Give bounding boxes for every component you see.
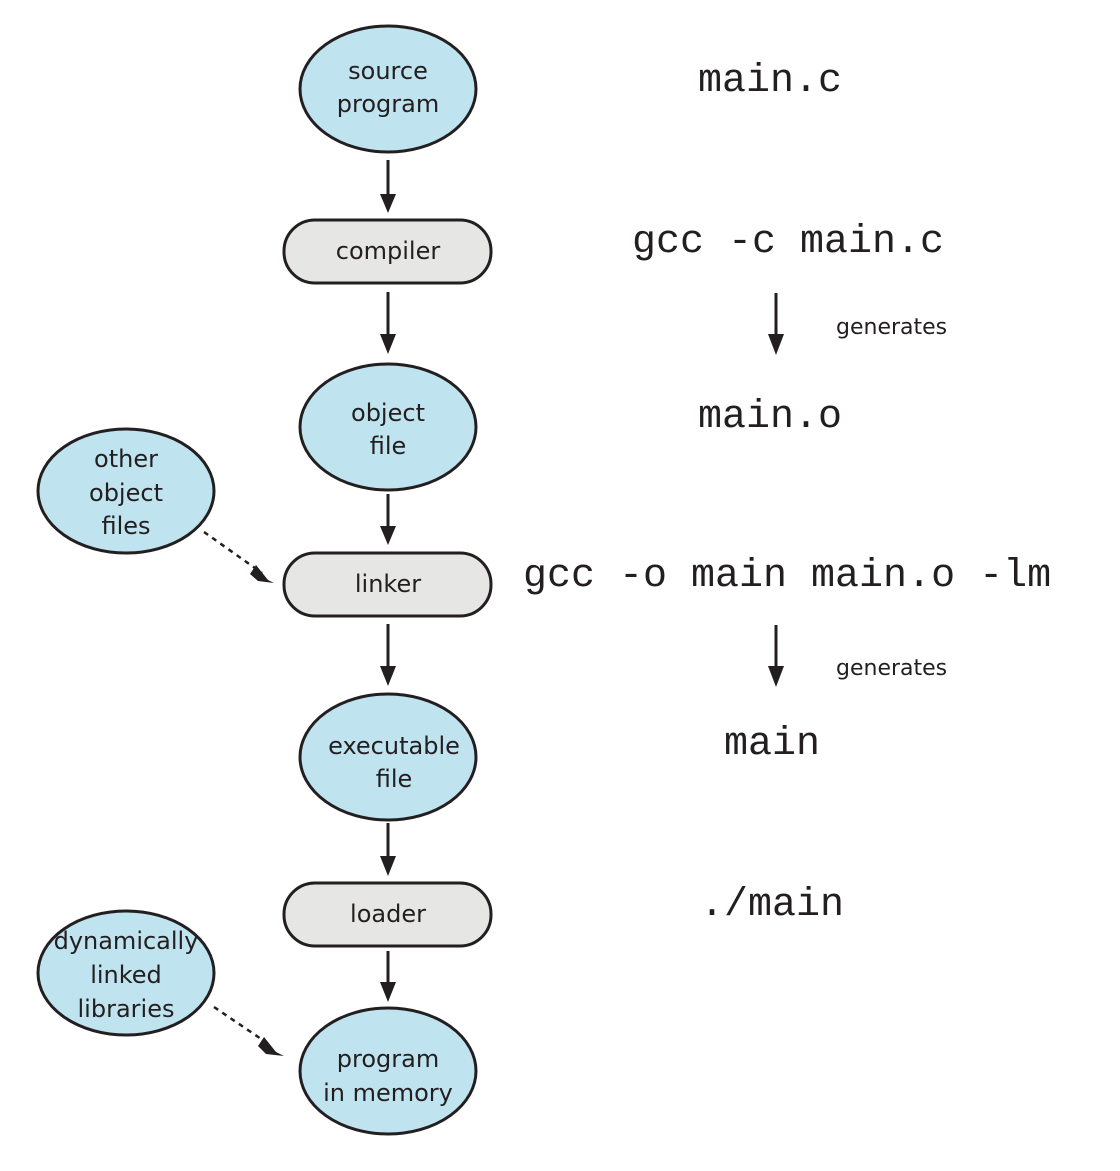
other-object-files-label-line1: other [94,445,158,473]
loader-node [282,881,493,948]
program-in-memory-label-line2: in memory [323,1079,453,1107]
dynamically-linked-libraries-label-line1: dynamically [54,927,199,955]
command-compile: gcc -c main.c [632,220,944,265]
arrow-object-to-linker [380,494,396,545]
object-file-node [298,362,478,492]
executable-file-label-line1: executable [328,732,460,760]
arrow-executable-to-loader [380,823,396,876]
compiler-node [282,218,493,285]
object-file-label-line1: object [351,399,425,427]
dashed-arrow-libraries-to-memory [213,1005,284,1056]
other-object-files-label-line2: object [89,479,163,507]
generates-arrow-1 [768,293,784,355]
dynamically-linked-libraries-label-line2: linked [90,961,162,989]
dynamically-linked-libraries-node [36,909,216,1037]
arrow-source-to-compiler [380,160,396,213]
program-in-memory-label-line1: program [337,1045,439,1073]
arrow-compiler-to-object [380,292,396,354]
arrow-linker-to-executable [380,624,396,686]
executable-file-node [298,692,478,822]
source-program-label-line2: program [337,90,439,118]
loader-label: loader [350,900,426,928]
dashed-arrow-other-objects-to-linker [203,530,274,583]
command-run: ./main [700,883,844,928]
arrow-loader-to-memory [380,951,396,1002]
compiler-label: compiler [336,237,441,265]
generates-arrow-2 [768,625,784,687]
generates-label-1: generates [836,315,947,340]
linker-label: linker [355,570,421,598]
linker-node [282,551,493,618]
other-object-files-node [36,427,216,555]
object-file-label-line2: file [370,432,407,460]
source-program-label-line1: source [348,57,428,85]
source-program-node [298,24,478,154]
command-source-file: main.c [698,59,842,104]
generates-label-2: generates [836,656,947,681]
command-executable: main [724,722,820,767]
command-object-file: main.o [698,395,842,440]
dynamically-linked-libraries-label-line3: libraries [78,995,175,1023]
other-object-files-label-line3: files [101,512,150,540]
executable-file-label-line2: file [376,765,413,793]
program-in-memory-node [298,1006,478,1136]
command-link: gcc -o main main.o -lm [523,554,1051,599]
